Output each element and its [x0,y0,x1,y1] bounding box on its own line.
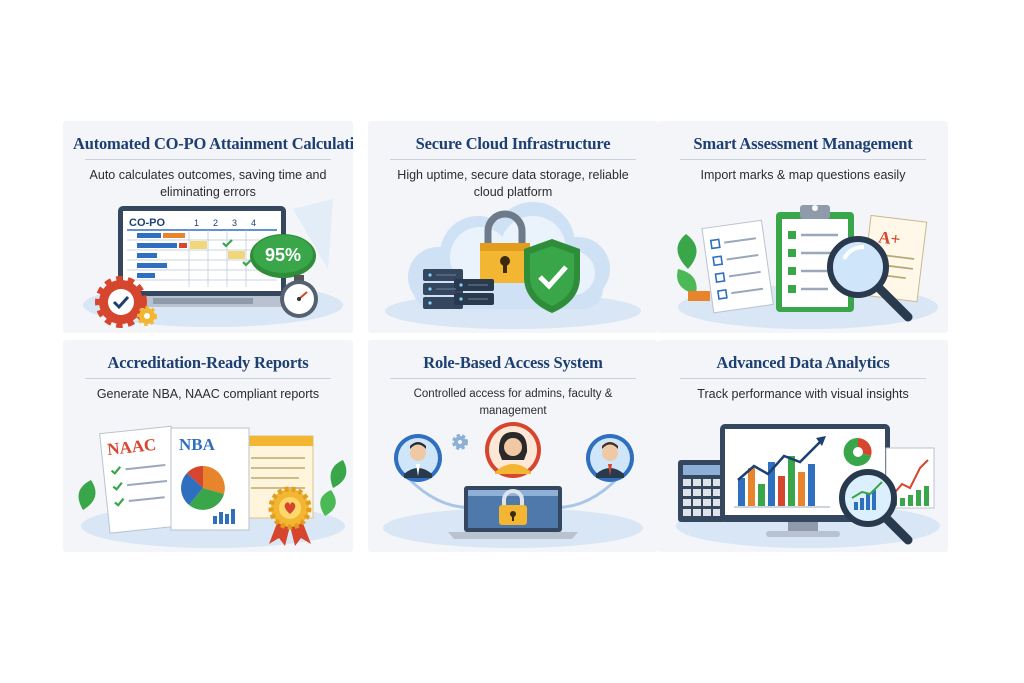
monitor-icon [676,424,940,548]
col-1: 1 [194,218,199,228]
card-description: Auto calculates outcomes, saving time an… [89,168,327,199]
padlock-icon [480,210,530,283]
card-title: Accreditation-Ready Reports [107,353,309,372]
card-title: Advanced Data Analytics [716,353,890,372]
feature-card-co-po: Automated CO-PO Attainment Calculation A… [63,121,353,333]
percent-badge: 95% [265,245,301,265]
table-header: CO-PO [129,217,166,229]
cloud-icon [385,202,641,329]
card-title: Automated CO-PO Attainment Calculation [73,134,353,153]
title-divider [85,159,331,160]
bar-chart-icon [734,436,830,508]
nba-label: NBA [179,435,216,454]
card-title: Secure Cloud Infrastructure [415,134,611,153]
feature-card-cloud: Secure Cloud Infrastructure High uptime,… [368,121,658,333]
calculator-icon [678,460,726,522]
card-title: Role-Based Access System [423,353,603,372]
card-description: Import marks & map questions easily [700,168,906,182]
feature-card-reports: Accreditation-Ready Reports Generate NBA… [63,340,353,552]
title-divider [680,378,926,379]
card-description: Generate NBA, NAAC compliant reports [96,387,320,401]
stopwatch-icon [280,275,318,318]
card-description: Track performance with visual insights [697,387,909,401]
gear-icon [452,434,468,450]
assessment-illustration: A+ [658,199,948,333]
feature-card-analytics: Advanced Data Analytics Track performanc… [658,340,948,552]
card-title: Smart Assessment Management [693,134,913,153]
report-icon: NAAC NBA [78,425,347,548]
feature-card-assessment: Smart Assessment Management Import marks… [658,121,948,333]
card-description: High uptime, secure data storage, reliab… [397,168,629,199]
cloud-illustration [368,199,658,333]
leaf-icon [78,460,347,516]
gear-icon [95,276,157,328]
reports-illustration: NAAC NBA [63,418,353,552]
card-description: Controlled access for admins, faculty & … [413,388,613,417]
title-divider [390,378,636,379]
feature-card-access: Role-Based Access System Controlled acce… [368,340,658,552]
analytics-illustration [658,418,948,552]
leaf-icon [677,234,710,301]
magnifier-icon [827,236,913,322]
title-divider [680,159,926,160]
clipboard-icon: A+ [677,205,938,329]
col-4: 4 [251,218,256,228]
co-po-illustration: CO-PO 1 2 3 4 [63,199,353,333]
access-illustration [368,418,658,552]
user-avatar-icon [383,422,643,548]
col-3: 3 [232,218,237,228]
shield-check-icon [524,239,580,313]
server-icon [423,269,494,309]
padlock-icon [499,489,527,525]
col-2: 2 [213,218,218,228]
grade-text: A+ [877,228,901,250]
magnifier-icon [839,469,913,545]
title-divider [85,378,331,379]
title-divider [390,159,636,160]
laptop-icon: CO-PO 1 2 3 4 [83,199,343,328]
award-badge-icon [268,486,312,546]
pie-chart-icon [181,466,225,510]
checklist-icon [701,219,774,314]
